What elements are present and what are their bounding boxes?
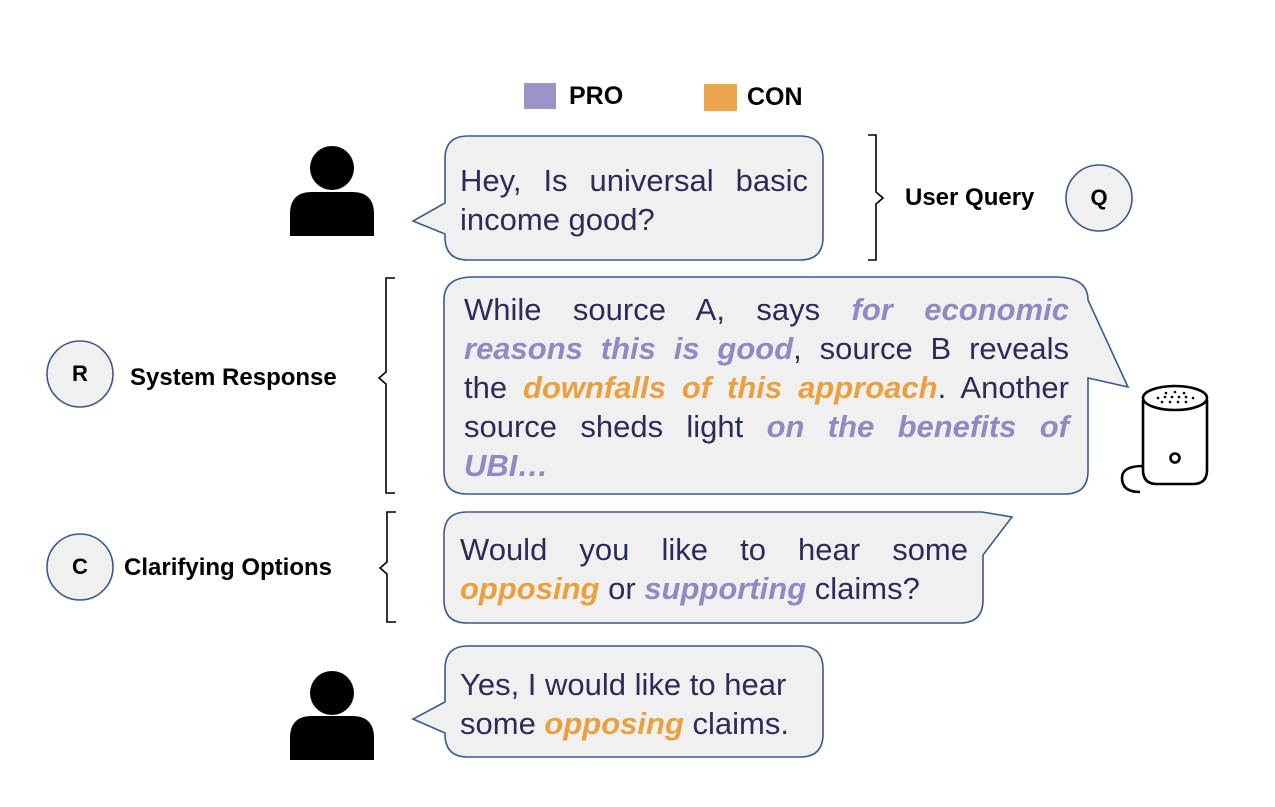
con-legend-label: CON — [747, 83, 803, 111]
clarifying-options-label: Clarifying Options — [124, 554, 333, 581]
user-icon — [290, 146, 374, 236]
reply-segment: claims. — [683, 706, 789, 741]
response-segment: While source A, says — [464, 292, 852, 327]
response-segment: . Another — [937, 370, 1069, 405]
clarifying-line: Would you like to hear some — [460, 532, 968, 567]
clarifying-segment: or — [599, 571, 645, 606]
system-response-brace — [377, 277, 395, 494]
response-badge-letter: R — [72, 361, 88, 386]
response-segment: , source B reveals — [793, 331, 1069, 366]
supporting-option: supporting — [644, 571, 807, 606]
user-query-text: Hey, Is universal basic income good? — [460, 161, 808, 239]
user-reply-line: some opposing claims. — [460, 704, 810, 743]
user-query-line: Hey, Is universal basic — [460, 163, 808, 198]
system-response-label: System Response — [130, 364, 337, 391]
user-query-line: income good? — [460, 202, 655, 237]
user-reply-line: Yes, I would like to hear — [460, 667, 787, 702]
response-line: source sheds light on the benefits of — [464, 407, 1069, 446]
smart-speaker-icon — [1120, 384, 1209, 494]
pro-highlight: reasons this is good — [464, 331, 794, 366]
user-reply-bubble — [411, 645, 824, 758]
clarifying-options-text: Would you like to hear some opposing or … — [460, 530, 968, 608]
pro-legend-label: PRO — [569, 82, 624, 110]
query-badge-circle — [1065, 164, 1133, 232]
pro-highlight: for economic — [851, 292, 1069, 327]
clarifying-segment: claims? — [806, 571, 920, 606]
clarifying-badge-letter: C — [72, 554, 88, 579]
clarifying-options-bubble — [443, 511, 1014, 624]
user-query-label: User Query — [905, 184, 1035, 211]
response-segment: source sheds light — [464, 409, 767, 444]
con-highlight: opposing — [544, 706, 684, 741]
con-legend-swatch — [704, 84, 737, 111]
response-line: UBI… — [464, 446, 1069, 485]
user-icon — [290, 671, 374, 760]
response-segment: the — [464, 370, 524, 405]
user-query-brace — [868, 134, 885, 261]
clarifying-options-brace — [378, 511, 396, 623]
pro-highlight: on the benefits of — [766, 409, 1069, 444]
response-line: reasons this is good, source B reveals — [464, 329, 1069, 368]
user-reply-text: Yes, I would like to hear some opposing … — [460, 665, 810, 743]
query-badge-letter: Q — [1090, 185, 1108, 210]
pro-legend-swatch — [524, 83, 556, 109]
reply-segment: some — [460, 706, 545, 741]
system-response-text: While source A, says for economic reason… — [464, 290, 1069, 485]
response-line: the downfalls of this approach. Another — [464, 368, 1069, 407]
opposing-option: opposing — [460, 571, 600, 606]
pro-highlight: UBI… — [464, 448, 549, 483]
con-highlight: downfalls of this approach — [523, 370, 938, 405]
response-badge-circle — [46, 340, 114, 408]
user-query-bubble — [411, 135, 824, 261]
clarifying-line: opposing or supporting claims? — [460, 569, 968, 608]
response-line: While source A, says for economic — [464, 290, 1069, 329]
clarifying-badge-circle — [46, 533, 114, 601]
system-response-bubble — [443, 276, 1130, 495]
